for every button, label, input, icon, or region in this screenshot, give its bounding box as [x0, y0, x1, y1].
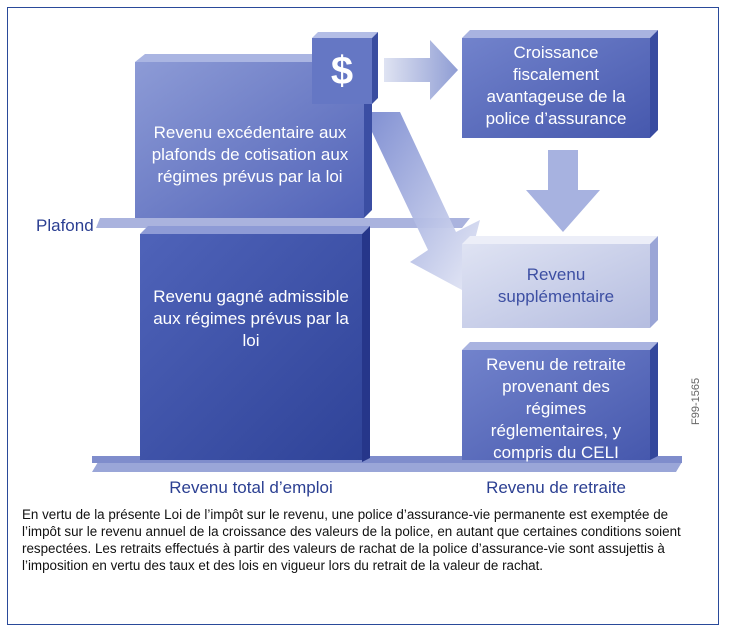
down-arrow — [526, 150, 600, 232]
figure-code: F99-1565 — [690, 377, 702, 425]
dollar-sign: $ — [330, 49, 354, 93]
supplementary-box — [462, 244, 650, 328]
figure-frame — [7, 7, 719, 625]
axis-label-right: Revenu de retraite — [486, 478, 626, 497]
retirement-label: Revenu de retraite provenant des régimes… — [486, 355, 626, 462]
retirement-box — [462, 350, 650, 460]
dollar-box — [312, 38, 372, 104]
growth-label: Croissance fiscalement avantageuse de la… — [485, 43, 627, 128]
plafond-shelf — [96, 218, 470, 228]
axis-label-left: Revenu total d’emploi — [169, 478, 333, 497]
caption-text: En vertu de la présente Loi de l’impôt s… — [22, 507, 681, 573]
plafond-label: Plafond — [36, 216, 94, 235]
diagonal-arrow — [368, 112, 480, 290]
right-arrow — [384, 40, 458, 100]
admissible-box — [140, 234, 362, 460]
supplementary-label: Revenu supplémentaire — [497, 265, 615, 306]
admissible-label: Revenu gagné admissible aux régimes prév… — [153, 287, 349, 350]
excess-label: Revenu excédentaire aux plafonds de coti… — [151, 123, 349, 186]
growth-box — [462, 38, 650, 138]
baseline-shelf — [92, 462, 682, 472]
diagram-graphic — [92, 30, 682, 472]
